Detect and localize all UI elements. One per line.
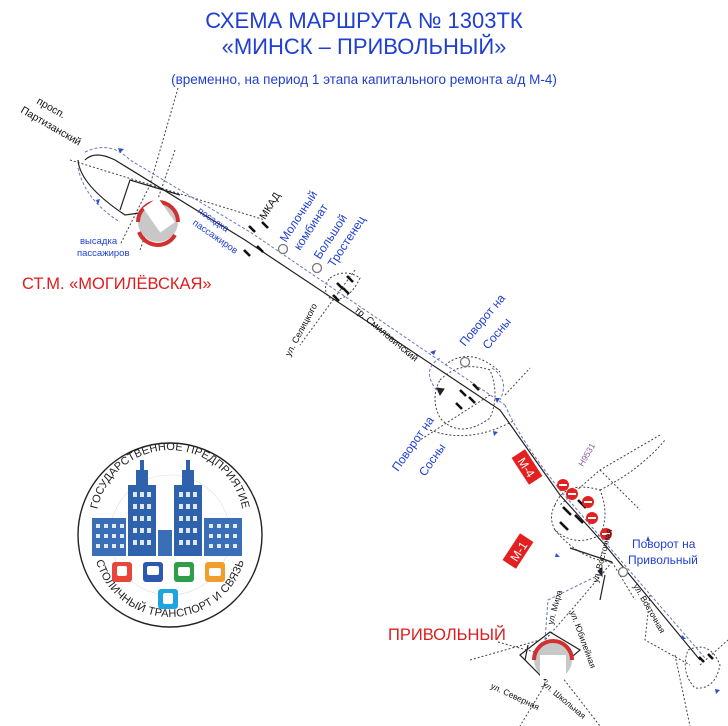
label-smilovichsky: тр. Смиловичский [352,305,420,364]
direction-arrows [96,148,720,694]
turnaround-icons [136,197,574,679]
overpasses [243,221,714,663]
destination-name: ПРИВОЛЬНЫЙ [388,625,506,644]
label-selitskogo: ул. Селицкого [283,302,319,358]
label-alight-1: высадка [80,236,118,247]
title-line-1: СХЕМА МАРШРУТА № 1303ТК [205,8,523,33]
label-privolny-1: Поворот на [632,537,696,551]
label-mira: ул. Мира [545,589,564,626]
label-sosny-b-2: Сосны [416,441,448,479]
stop-markers [277,243,629,578]
label-mkad: МКАД [257,190,283,221]
label-alight-2: пассажиров [77,248,130,259]
station-name: СТ.М. «МОГИЛЁВСКАЯ» [22,275,212,293]
label-yubileynaya: ул. Юбилейная [568,609,598,670]
road-sign-m4: М-4 [511,449,543,485]
road-sign-m1: М-1 [502,533,534,569]
main-road [77,154,701,681]
logo-transport-tiles [112,562,225,609]
no-entry-signs [557,479,612,540]
logo-buildings [92,460,242,556]
title-note: (временно, на период 1 этапа капитальног… [171,72,557,87]
label-n9531: Н9531 [576,441,597,468]
stop-dairy [277,243,289,255]
label-shkolnaya: ул. Школьная [541,679,589,721]
stop-sosny [459,356,471,368]
label-privolny-2: Привольный [628,553,698,567]
stop-privolny [617,566,629,578]
label-severnaya: ул. Северная [489,681,541,712]
street-labels: просп. Партизанский МКАД ул. Селицкого т… [19,95,668,721]
label-vostochnaya-2: ул. Восточная [631,582,667,635]
company-logo: ГОСУДАРСТВЕННОЕ ПРЕДПРИЯТИЕ СТОЛИЧНЫЙ ТР… [77,441,263,628]
stop-trostenets [311,262,323,274]
title-line-2: «МИНСК – ПРИВОЛЬНЫЙ» [221,34,507,59]
